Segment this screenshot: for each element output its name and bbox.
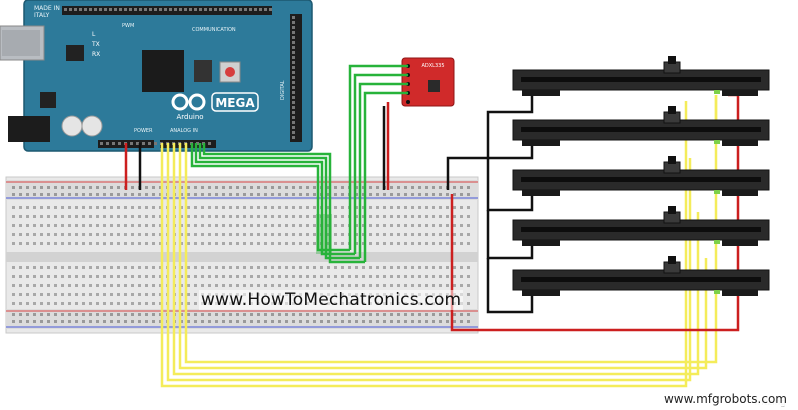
power-jack	[8, 116, 50, 142]
sensor-signal-wires	[190, 64, 408, 264]
board-brand: Arduino	[176, 113, 203, 121]
arduino-mega-board: MEGA Arduino MADE IN ITALY COMMUNICATION…	[0, 0, 313, 152]
slide-potentiometer	[512, 156, 770, 196]
led-tx-label: TX	[91, 41, 100, 48]
adxl335-module: ADXL335	[401, 57, 455, 107]
digital-label: DIGITAL	[280, 80, 286, 100]
wire-endpoints	[316, 214, 332, 254]
slide-potentiometer	[512, 56, 770, 96]
pwm-label: PWM	[122, 23, 134, 29]
made-in-label: MADE IN	[34, 5, 60, 12]
ground-wires	[138, 95, 534, 314]
slide-potentiometer	[512, 206, 770, 246]
led-rx-label: RX	[92, 51, 100, 58]
digital-header-right	[290, 14, 302, 142]
board-model: MEGA	[215, 96, 255, 110]
analog-header	[160, 140, 216, 148]
led-l-label: L	[92, 31, 96, 38]
slide-potentiometer	[512, 106, 770, 146]
sensor-label: ADXL335	[421, 63, 444, 69]
country-label: ITALY	[34, 12, 50, 19]
arduino-logo-icon	[171, 93, 206, 111]
capacitor	[81, 115, 103, 137]
credit-link[interactable]: www.mfgrobots.com	[660, 392, 790, 406]
power-label: POWER	[134, 128, 153, 134]
communication-label: COMMUNICATION	[192, 27, 236, 33]
site-watermark: www.HowToMechatronics.com	[199, 290, 464, 310]
capacitor	[61, 115, 83, 137]
mcu-chip	[142, 50, 184, 92]
analog-label: ANALOG IN	[170, 128, 198, 134]
slide-potentiometers	[512, 56, 770, 296]
slide-potentiometer	[512, 256, 770, 296]
